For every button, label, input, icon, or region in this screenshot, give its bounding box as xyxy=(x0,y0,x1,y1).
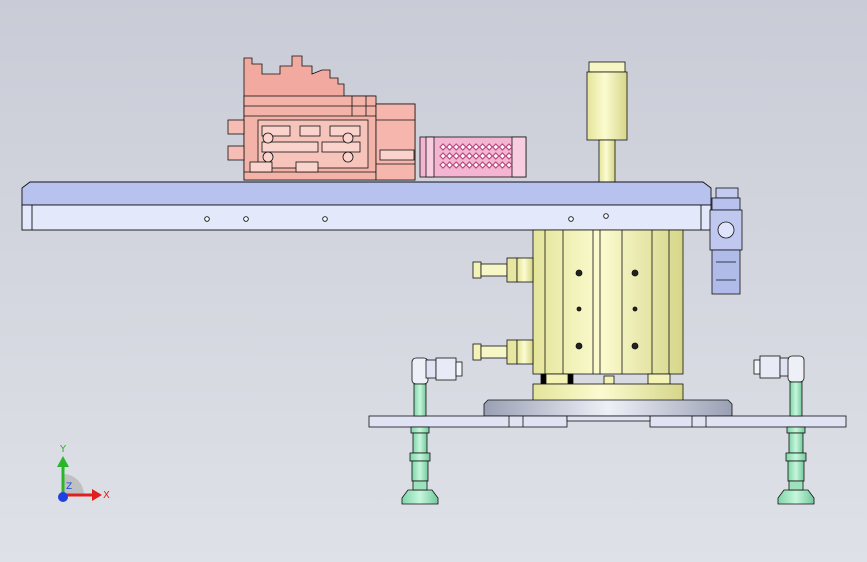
triad-arc xyxy=(63,474,84,495)
connector-module[interactable] xyxy=(419,136,527,178)
guided-cylinder[interactable] xyxy=(532,229,684,403)
z-axis-dot xyxy=(58,492,68,502)
valve-manifold[interactable] xyxy=(227,55,416,181)
connector-pin xyxy=(505,152,513,160)
x-axis-arrowhead xyxy=(92,489,102,501)
rotary-base-disk[interactable] xyxy=(483,399,733,417)
suction-bracket[interactable] xyxy=(368,415,847,428)
suction-cup-right[interactable] xyxy=(753,355,815,505)
connector-pin xyxy=(505,161,513,169)
connector-pins xyxy=(439,143,513,169)
pressure-sensor[interactable] xyxy=(709,187,743,295)
z-axis-label: Z xyxy=(66,482,72,492)
y-axis-arrowhead xyxy=(57,456,69,467)
coordinate-triad[interactable]: Y Z X xyxy=(57,444,110,502)
mounting-plate[interactable] xyxy=(21,181,712,231)
x-axis-label: X xyxy=(103,490,110,501)
vertical-actuator[interactable] xyxy=(586,61,628,183)
connector-pin xyxy=(505,143,513,151)
air-fitting-upper[interactable] xyxy=(472,257,534,283)
air-fitting-lower[interactable] xyxy=(472,339,534,365)
suction-cup-left[interactable] xyxy=(401,357,463,505)
y-axis-label: Y xyxy=(59,444,67,455)
